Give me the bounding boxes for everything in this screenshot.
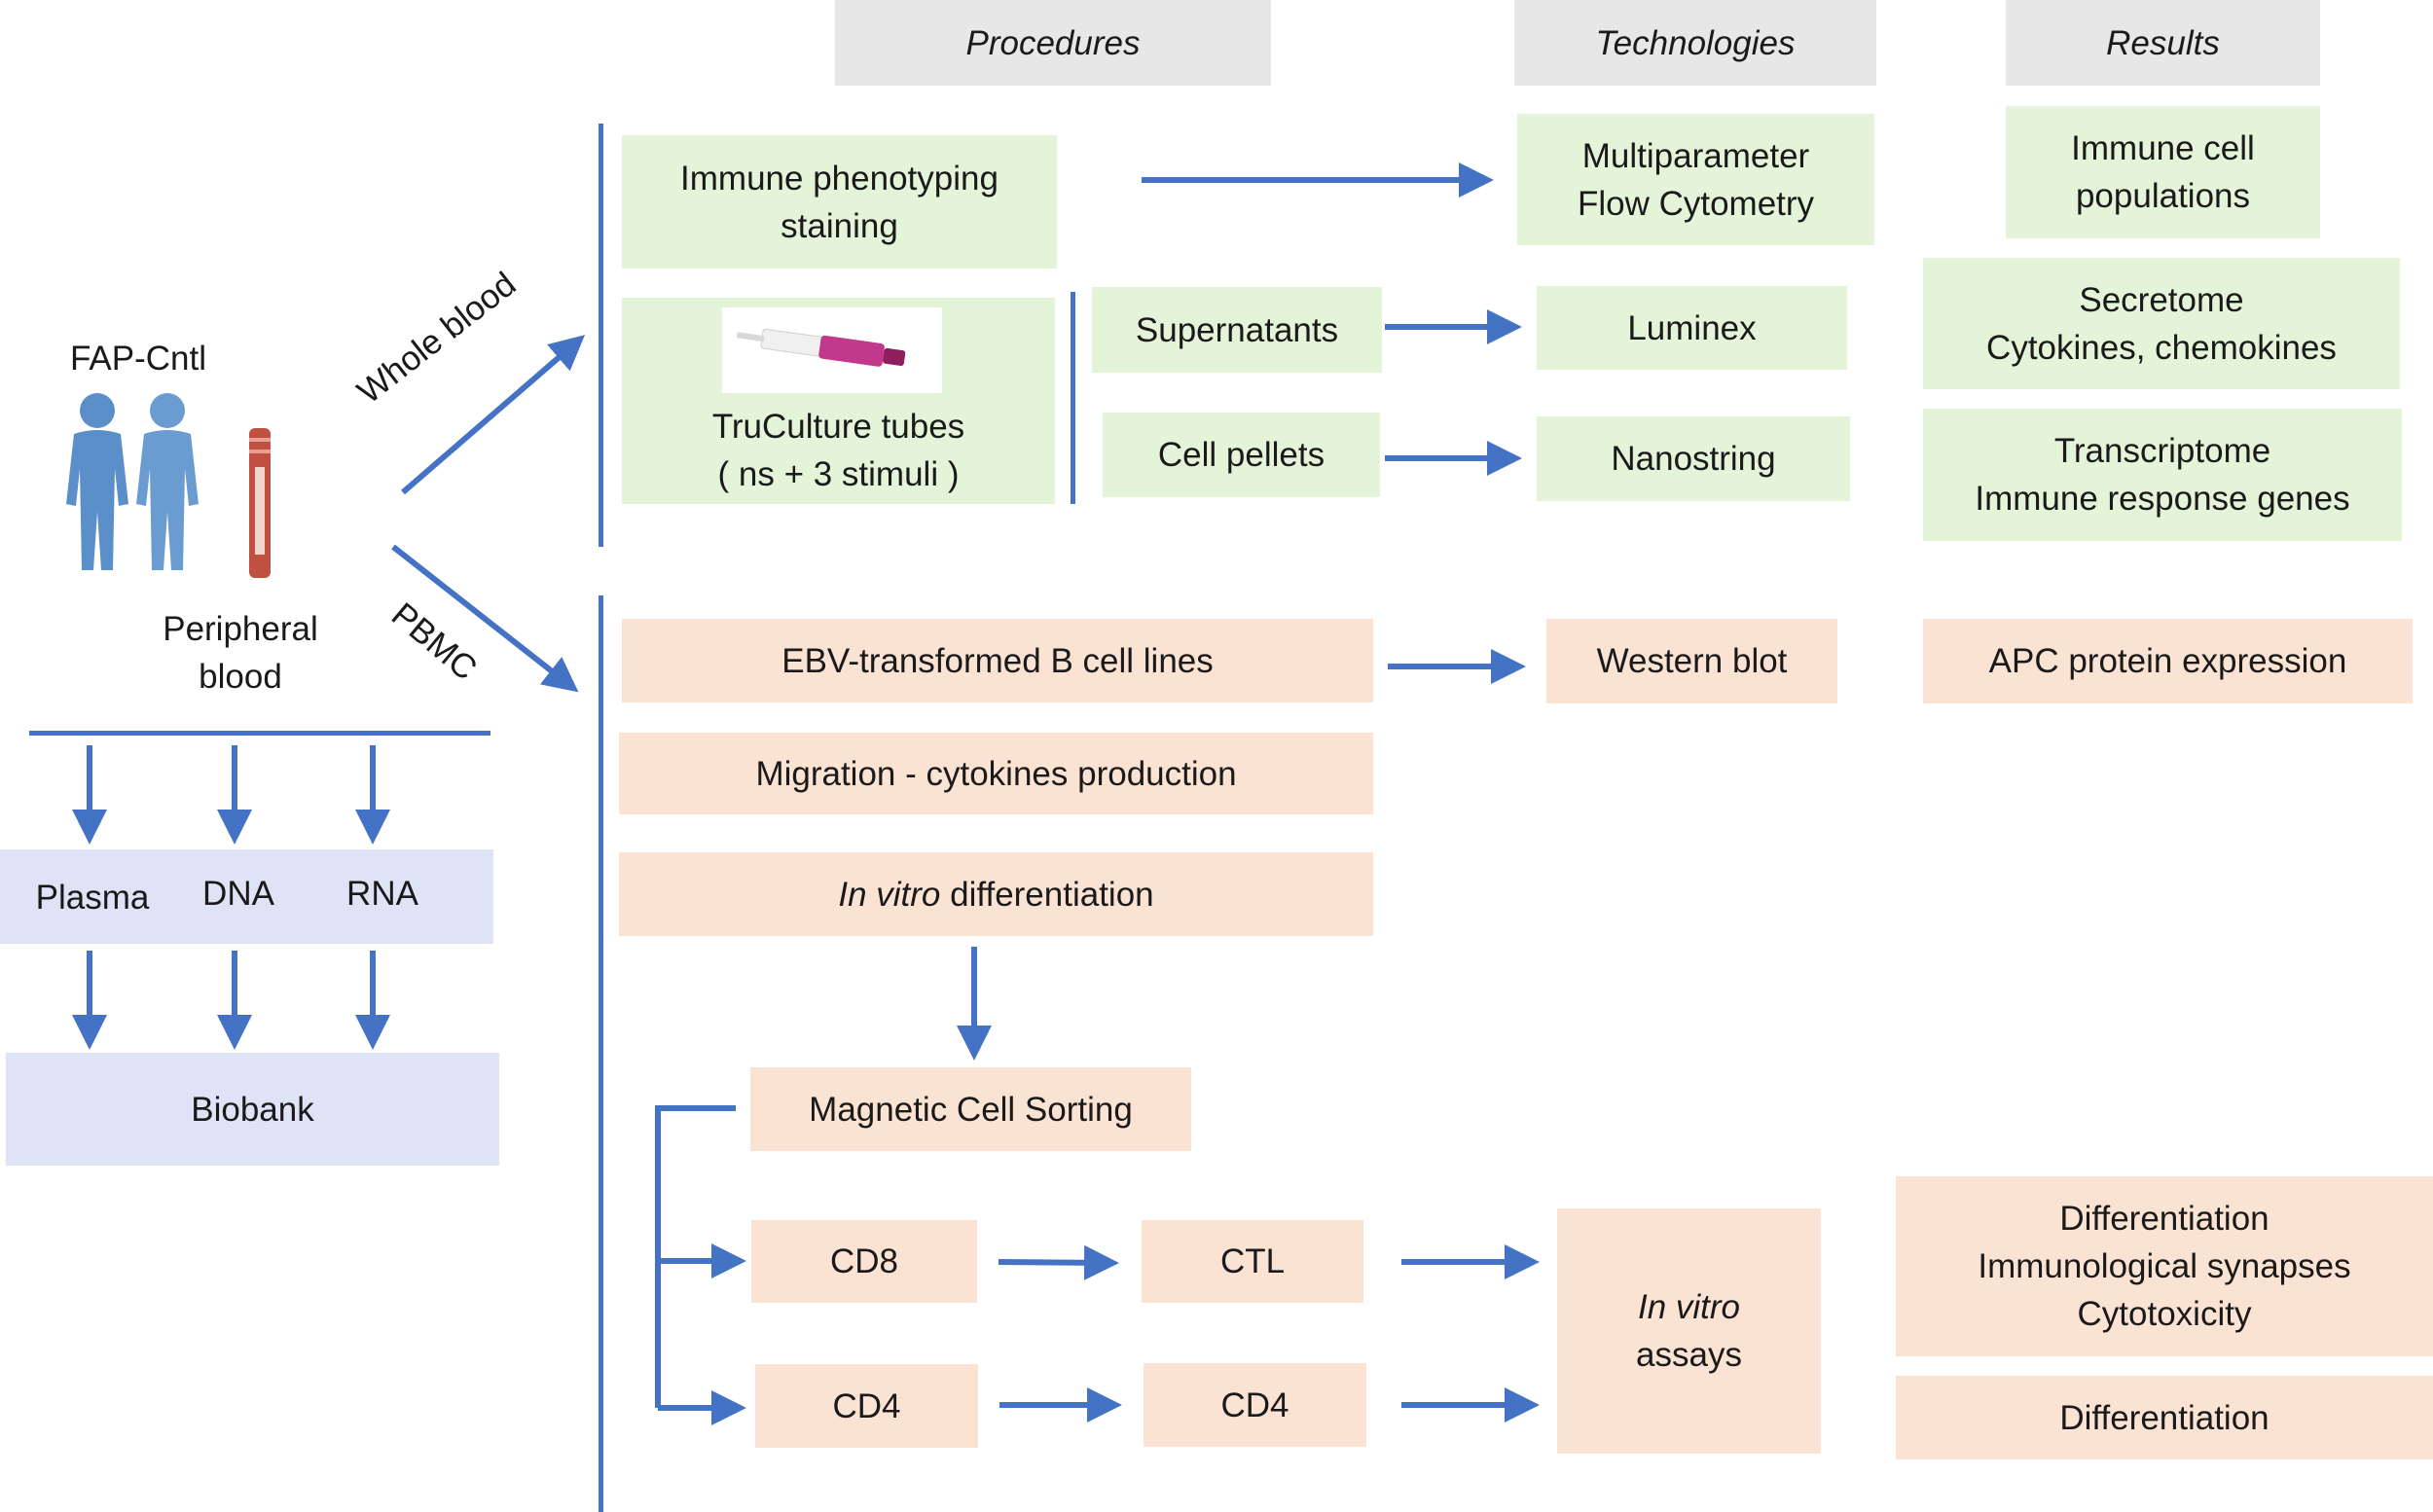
tech-nanostring-label: Nanostring xyxy=(1611,440,1776,478)
macs-branch-line xyxy=(655,1105,736,1408)
arrow-cd8-ctl xyxy=(998,1244,1119,1280)
person-icon xyxy=(66,393,128,570)
fraction-dna: DNA xyxy=(202,875,274,913)
assays-box: In vitro assays xyxy=(1557,1208,1821,1454)
truculture-box: TruCulture tubes ( ns + 3 stimuli ) xyxy=(622,298,1055,504)
res-secretome-line-1: Secretome xyxy=(2079,280,2244,319)
header-technologies-label: Technologies xyxy=(1595,23,1796,62)
res-secretome-box: Secretome Cytokines, chemokines xyxy=(1923,258,2400,389)
header-results-label: Results xyxy=(2106,23,2220,62)
sample-label-1: Peripheral xyxy=(163,610,318,648)
res-transcriptome-line-2: Immune response genes xyxy=(1975,480,2350,518)
ebv-box: EBV-transformed B cell lines xyxy=(622,619,1373,702)
tech-flow-line-2: Flow Cytometry xyxy=(1577,184,1815,223)
immune-staining-line-2: staining xyxy=(781,206,898,245)
cd8-label: CD8 xyxy=(829,1242,899,1280)
whole-blood-bracket xyxy=(599,124,603,547)
immune-staining-box: Immune phenotyping staining xyxy=(622,135,1057,269)
res-secretome-line-2: Cytokines, chemokines xyxy=(1986,328,2337,367)
in-vitro-diff-rest: differentiation xyxy=(940,875,1154,914)
fraction-rna: RNA xyxy=(346,875,418,913)
res-transcriptome-line-1: Transcriptome xyxy=(2053,432,2271,470)
res-cells-line-2: populations xyxy=(2075,177,2251,215)
group-label: FAP-Cntl xyxy=(69,340,207,378)
res-diff-box: Differentiation Immunological synapses C… xyxy=(1896,1176,2433,1356)
tech-luminex-label: Luminex xyxy=(1627,308,1757,347)
res-apc-box: APC protein expression xyxy=(1923,619,2413,703)
res-diff-line-1: Differentiation xyxy=(2059,1200,2270,1238)
fractions-box xyxy=(0,849,493,944)
truculture-bracket xyxy=(1071,292,1075,504)
assays-line-2: assays xyxy=(1636,1336,1742,1374)
res-cells-box: Immune cell populations xyxy=(2006,106,2320,238)
supernatants-box: Supernatants xyxy=(1092,287,1382,373)
syringe-icon xyxy=(722,307,942,393)
tech-flow-box: Multiparameter Flow Cytometry xyxy=(1517,114,1874,245)
pbmc-bracket xyxy=(599,595,603,1512)
cd8-box: CD8 xyxy=(751,1220,977,1303)
in-vitro-diff-box: In vitro differentiation xyxy=(619,852,1373,936)
biobank-box: Biobank xyxy=(6,1053,499,1166)
tech-nanostring-box: Nanostring xyxy=(1537,416,1850,501)
res-diff-only-label: Differentiation xyxy=(2059,1398,2270,1437)
res-diff-only-box: Differentiation xyxy=(1896,1376,2433,1459)
migration-box: Migration - cytokines production xyxy=(619,733,1373,814)
biobank-label: Biobank xyxy=(191,1090,314,1129)
header-technologies: Technologies xyxy=(1514,0,1876,86)
res-diff-line-2: Immunological synapses xyxy=(1978,1247,2351,1285)
ebv-label: EBV-transformed B cell lines xyxy=(781,641,1214,680)
fraction-plasma: Plasma xyxy=(35,879,150,917)
cell-pellets-box: Cell pellets xyxy=(1103,413,1380,497)
tech-flow-line-1: Multiparameter xyxy=(1581,136,1810,175)
supernatants-label: Supernatants xyxy=(1135,310,1339,349)
tech-western-box: Western blot xyxy=(1546,619,1837,703)
res-diff-line-3: Cytotoxicity xyxy=(2077,1295,2252,1333)
header-procedures-label: Procedures xyxy=(965,23,1141,62)
in-vitro-diff-italic: In vitro xyxy=(838,875,941,914)
cd4-box-a: CD4 xyxy=(755,1364,978,1448)
immune-staining-line-1: Immune phenotyping xyxy=(680,159,999,198)
sample-label-2: blood xyxy=(199,658,282,696)
macs-box: Magnetic Cell Sorting xyxy=(750,1067,1191,1151)
arrow-whole-blood xyxy=(401,335,586,495)
header-procedures: Procedures xyxy=(835,0,1271,86)
person-icon xyxy=(136,393,199,570)
cd4-label-b: CD4 xyxy=(1220,1386,1289,1424)
res-apc-label: APC protein expression xyxy=(1988,642,2347,680)
ctl-label: CTL xyxy=(1219,1242,1286,1280)
truculture-line-2: ( ns + 3 stimuli ) xyxy=(717,455,960,493)
res-cells-line-1: Immune cell xyxy=(2071,129,2255,167)
macs-label: Magnetic Cell Sorting xyxy=(809,1090,1133,1129)
tech-luminex-box: Luminex xyxy=(1537,286,1847,370)
header-results: Results xyxy=(2006,0,2320,86)
ctl-box: CTL xyxy=(1142,1220,1363,1303)
blood-tube-icon xyxy=(249,428,271,578)
cell-pellets-label: Cell pellets xyxy=(1157,436,1325,474)
truculture-line-1: TruCulture tubes xyxy=(711,408,965,446)
arrow-pbmc xyxy=(391,544,579,693)
cd4-label-a: CD4 xyxy=(832,1386,901,1425)
assays-line-1: In vitro xyxy=(1637,1288,1741,1326)
migration-label: Migration - cytokines production xyxy=(755,754,1237,793)
fraction-bar xyxy=(29,731,490,736)
tech-western-label: Western blot xyxy=(1596,642,1788,680)
res-transcriptome-box: Transcriptome Immune response genes xyxy=(1923,409,2402,541)
cd4-box-b: CD4 xyxy=(1144,1363,1366,1447)
